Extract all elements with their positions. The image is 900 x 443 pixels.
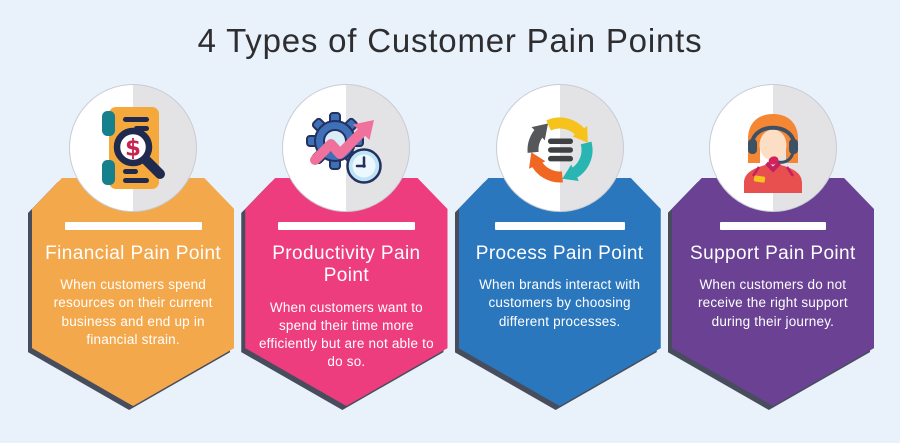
card-support-pain-point: Support Pain Point When customers do not…	[667, 84, 874, 410]
icon-circle	[282, 84, 411, 212]
process-cycle-arrows-icon	[527, 117, 593, 183]
card-description: When customers want to spend their time …	[258, 299, 434, 370]
page-title: 4 Types of Customer Pain Points	[197, 22, 703, 59]
card-title: Productivity Pain Point	[272, 243, 421, 287]
card-body: Productivity Pain Point When customers w…	[245, 178, 448, 406]
icon-circle: $	[69, 84, 198, 212]
card-badge: Productivity Pain Point When customers w…	[241, 178, 448, 410]
card-badge: Support Pain Point When customers do not…	[667, 178, 874, 410]
divider-bar	[277, 222, 415, 230]
support-agent-headset-icon	[743, 114, 802, 193]
card-productivity-pain-point: Productivity Pain Point When customers w…	[241, 84, 448, 410]
divider-bar	[64, 222, 202, 230]
svg-text:$: $	[125, 136, 141, 162]
card-description: When customers spend resources on their …	[53, 277, 213, 347]
card-badge: Process Pain Point When brands interact …	[454, 178, 661, 410]
icon-circle	[495, 84, 624, 212]
card-title: Support Pain Point	[690, 243, 856, 264]
divider-bar	[719, 222, 826, 230]
card-body: Financial Pain Point When customers spen…	[32, 178, 235, 406]
card-title: Financial Pain Point	[45, 243, 222, 264]
card-description: When brands interact with customers by c…	[479, 277, 641, 329]
card-process-pain-point: Process Pain Point When brands interact …	[454, 84, 661, 410]
divider-bar	[494, 222, 625, 230]
productivity-gear-arrow-clock-icon	[306, 112, 383, 184]
cards-row: $ Financial Pain Point When customers sp…	[0, 84, 900, 410]
card-body: Support Pain Point When customers do not…	[671, 178, 874, 406]
card-badge: Financial Pain Point When customers spen…	[28, 178, 235, 410]
card-body: Process Pain Point When brands interact …	[458, 178, 661, 406]
card-title: Process Pain Point	[475, 243, 644, 264]
card-description: When customers do not receive the right …	[697, 277, 848, 329]
icon-circle	[708, 84, 837, 212]
financial-document-magnifier-icon: $	[102, 107, 166, 189]
card-financial-pain-point: $ Financial Pain Point When customers sp…	[28, 84, 235, 410]
